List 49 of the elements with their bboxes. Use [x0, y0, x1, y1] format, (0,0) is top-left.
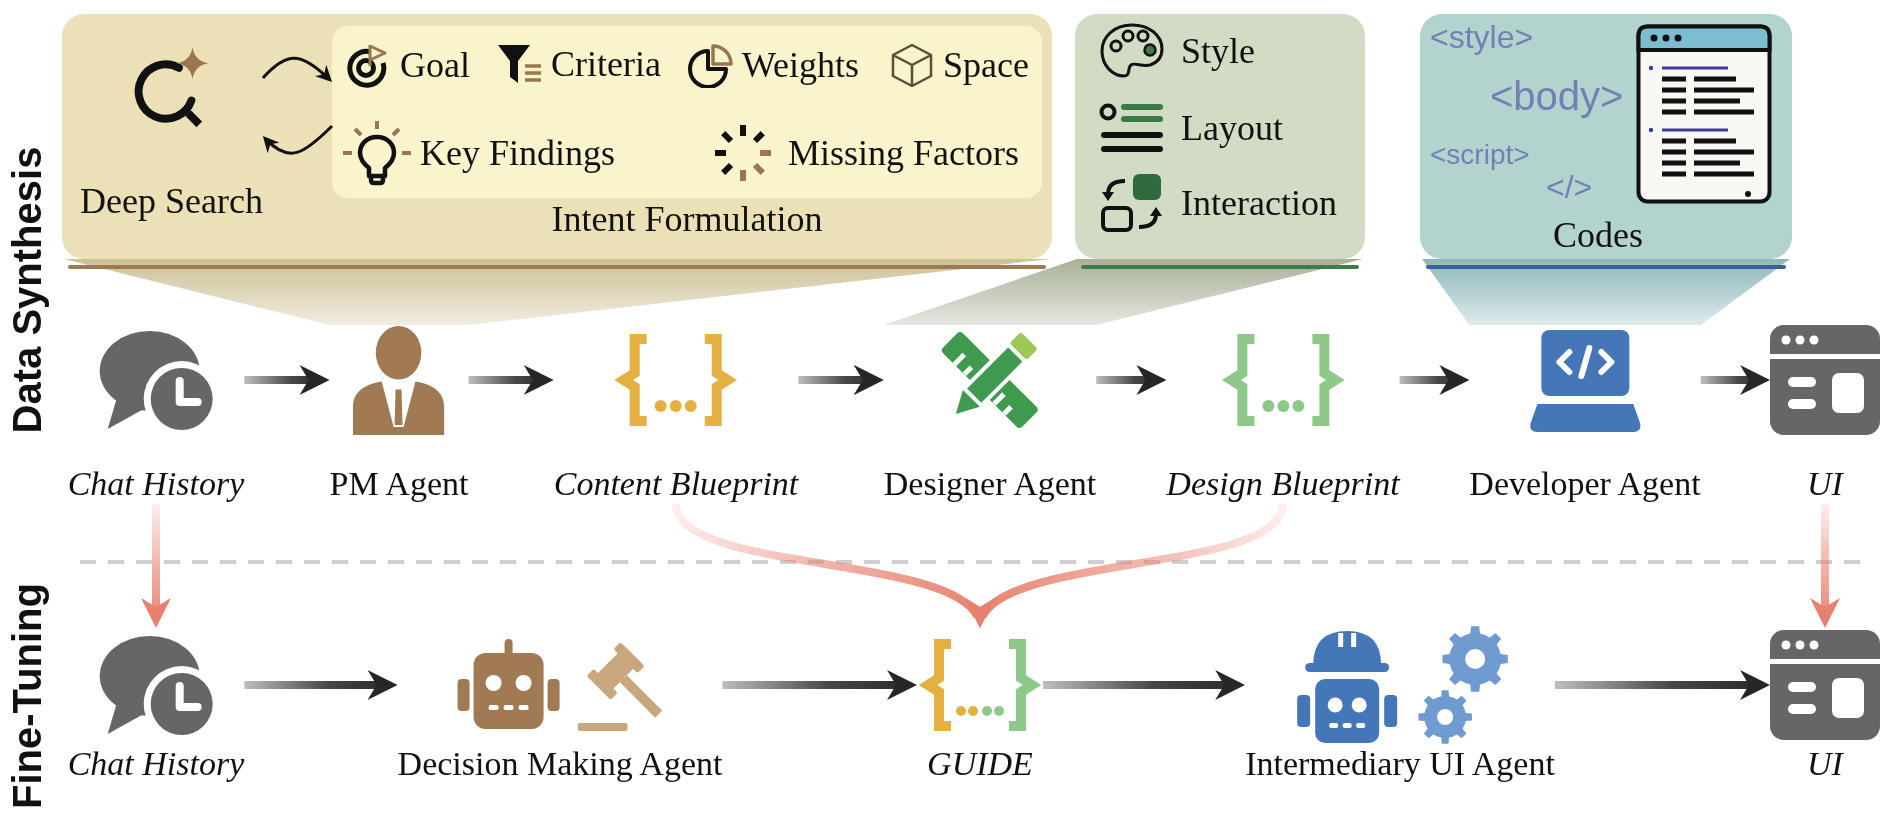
code-tag: <body>: [1490, 72, 1624, 120]
code-tag: </>: [1546, 168, 1593, 207]
callout-panel: [1420, 14, 1792, 259]
panel-caption: Codes: [1553, 214, 1643, 256]
callout-panel: [62, 14, 1052, 259]
code-tag: <style>: [1430, 18, 1534, 57]
callout-fan: [883, 259, 1363, 325]
arrow: [468, 365, 554, 395]
arrow: [1554, 670, 1770, 700]
node-caption: Designer Agent: [883, 464, 1097, 504]
panel-caption: Intent Formulation: [551, 198, 823, 240]
node-caption: Developer Agent: [1469, 464, 1701, 504]
item-label: Key Findings: [420, 132, 615, 175]
item-label: Weights: [742, 44, 860, 87]
arrow: [244, 670, 398, 700]
arrow: [244, 365, 330, 395]
item-label: Layout: [1181, 107, 1283, 150]
arrow: [1399, 365, 1470, 395]
node-caption: Chat History: [67, 744, 245, 784]
node-caption: Intermediary UI Agent: [1245, 744, 1555, 784]
callout-panel: [1075, 14, 1365, 259]
panel-caption: Deep Search: [80, 180, 263, 222]
node-caption: UI: [1807, 464, 1843, 504]
item-label: Missing Factors: [788, 132, 1019, 175]
row-label: Fine-Tuning: [4, 583, 50, 809]
callout-fan: [1422, 259, 1790, 325]
node-caption: GUIDE: [927, 744, 1033, 784]
curved-arrow: [261, 56, 334, 84]
row-label: Data Synthesis: [4, 146, 50, 434]
arrow: [1700, 365, 1770, 395]
arrow: [1810, 504, 1840, 628]
arrow: [141, 504, 171, 628]
arrow: [1096, 365, 1167, 395]
arrow: [1043, 670, 1246, 700]
item-label: Criteria: [551, 43, 661, 86]
curved-arrow: [261, 124, 334, 155]
node-caption: PM Agent: [329, 464, 469, 504]
node-caption: Chat History: [67, 464, 245, 504]
node-caption: Decision Making Agent: [397, 744, 723, 784]
item-label: Goal: [400, 44, 470, 87]
node-caption: UI: [1807, 744, 1843, 784]
code-tag: <script>: [1430, 138, 1530, 172]
node-caption: Design Blueprint: [1166, 464, 1400, 504]
arrow: [722, 670, 917, 700]
item-label: Interaction: [1181, 182, 1337, 225]
item-label: Space: [943, 44, 1029, 87]
node-caption: Content Blueprint: [553, 464, 799, 504]
item-label: Style: [1181, 30, 1255, 73]
arrow: [798, 365, 884, 395]
